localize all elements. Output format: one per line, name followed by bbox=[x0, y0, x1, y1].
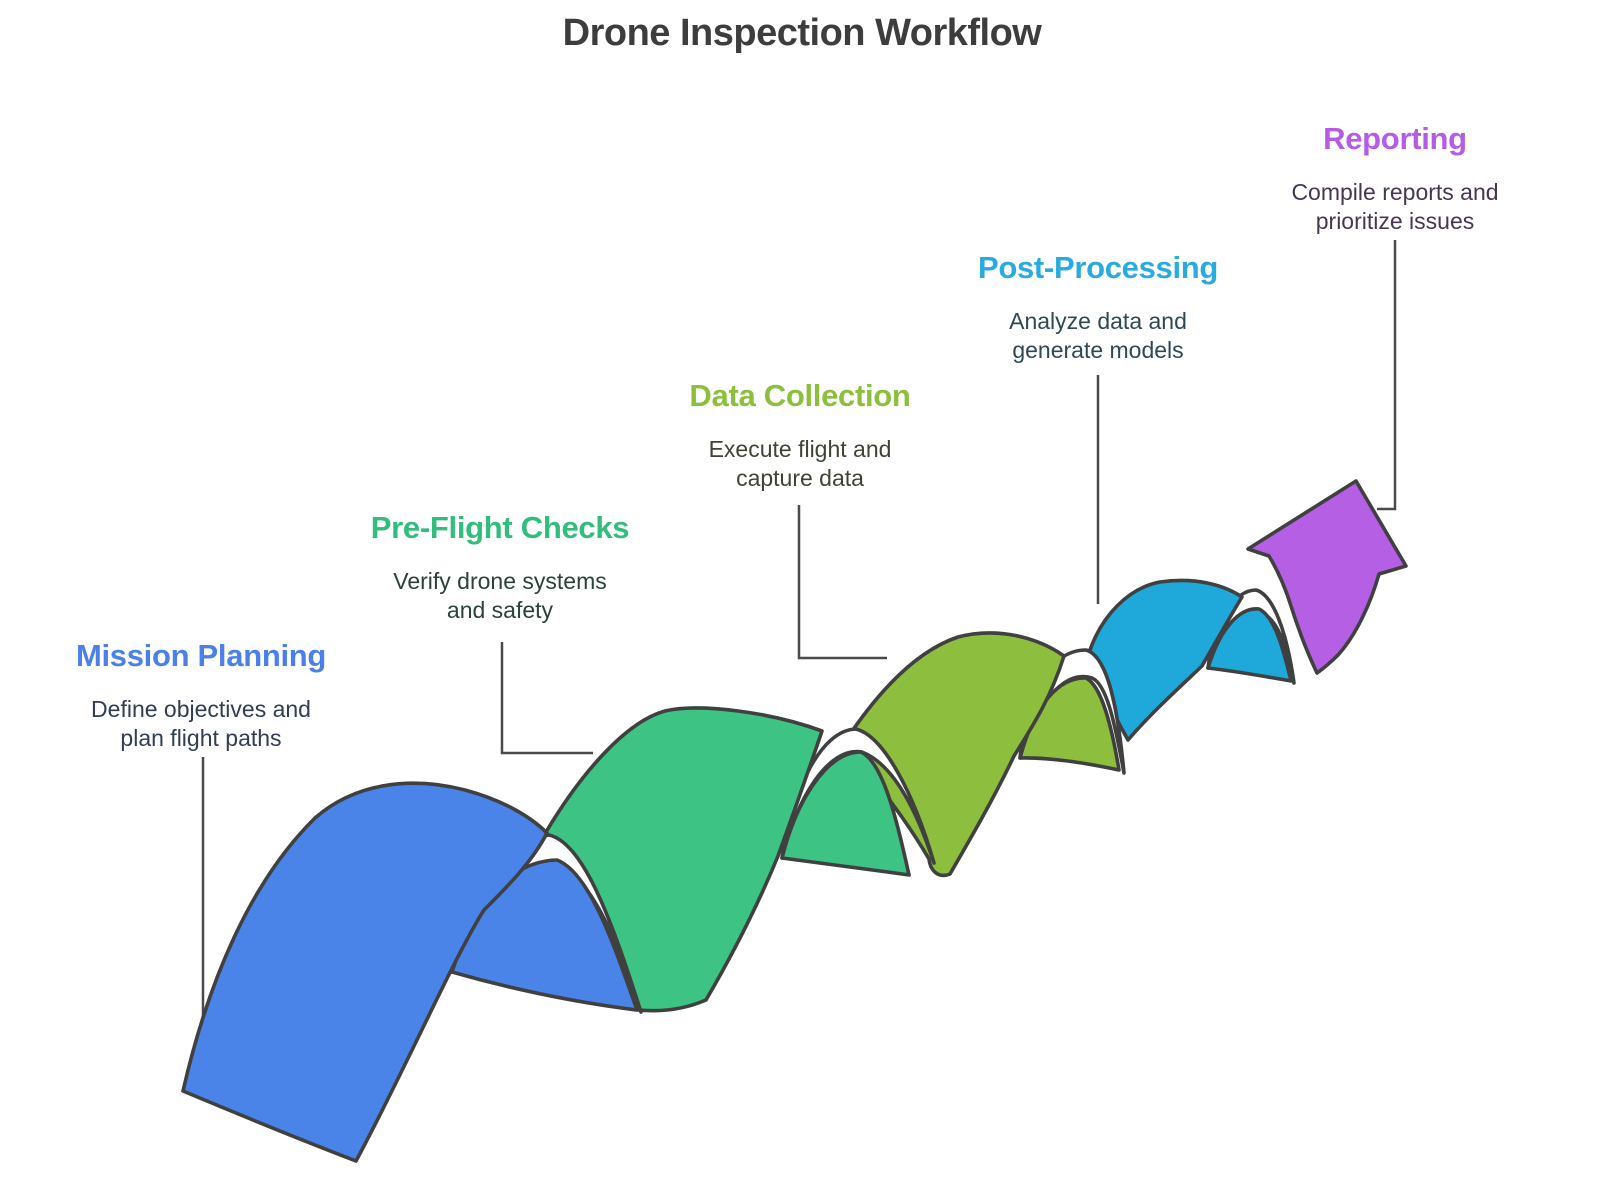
stage-label-reporting: Reporting Compile reports and prioritize… bbox=[1291, 121, 1498, 236]
ribbon-front-post-processing bbox=[1088, 578, 1244, 742]
stage-description-line: Define objectives and bbox=[91, 696, 311, 722]
stage-label-pre-flight-checks: Pre-Flight Checks Verify drone systems a… bbox=[370, 510, 630, 625]
ribbon-back-pre-flight-checks bbox=[780, 750, 911, 877]
stage-description-line: plan flight paths bbox=[120, 725, 282, 751]
ribbon-front-data-collection bbox=[844, 631, 1066, 878]
stage-description-post-processing: Analyze data and generate models bbox=[978, 307, 1218, 365]
stage-label-post-processing: Post-Processing Analyze data and generat… bbox=[978, 250, 1218, 365]
stage-description-line: Verify drone systems bbox=[393, 568, 607, 594]
stage-title-mission-planning: Mission Planning bbox=[75, 638, 327, 673]
stage-description-pre-flight-checks: Verify drone systems and safety bbox=[371, 567, 629, 625]
stage-description-reporting: Compile reports and prioritize issues bbox=[1291, 178, 1498, 236]
arrow-reporting bbox=[1246, 479, 1408, 675]
stage-description-line: capture data bbox=[736, 465, 864, 491]
stage-label-mission-planning: Mission Planning Define objectives and p… bbox=[76, 638, 326, 753]
stage-description-mission-planning: Define objectives and plan flight paths bbox=[76, 695, 326, 753]
ribbon-back-post-processing bbox=[1206, 607, 1293, 683]
stage-description-line: generate models bbox=[1012, 337, 1184, 363]
stage-title-reporting: Reporting bbox=[1323, 121, 1467, 156]
connector-line-pre-flight-checks bbox=[500, 642, 593, 755]
stage-description-line: and safety bbox=[446, 597, 554, 623]
stage-label-data-collection: Data Collection Execute flight and captu… bbox=[689, 378, 910, 493]
stage-description-line: prioritize issues bbox=[1315, 208, 1475, 234]
stage-description-line: Analyze data and bbox=[1009, 308, 1187, 334]
stage-title-pre-flight-checks: Pre-Flight Checks bbox=[370, 510, 630, 545]
connector-line-reporting bbox=[1377, 240, 1397, 511]
stage-description-line: Execute flight and bbox=[708, 436, 892, 462]
connector-line-data-collection bbox=[797, 505, 887, 660]
stage-description-data-collection: Execute flight and capture data bbox=[689, 435, 910, 493]
ribbon-front-mission-planning bbox=[181, 781, 549, 1163]
page-title: Drone Inspection Workflow bbox=[562, 12, 1042, 54]
stage-description-line: Compile reports and bbox=[1291, 179, 1499, 205]
stage-title-post-processing: Post-Processing bbox=[977, 250, 1219, 285]
stage-title-data-collection: Data Collection bbox=[689, 378, 911, 413]
